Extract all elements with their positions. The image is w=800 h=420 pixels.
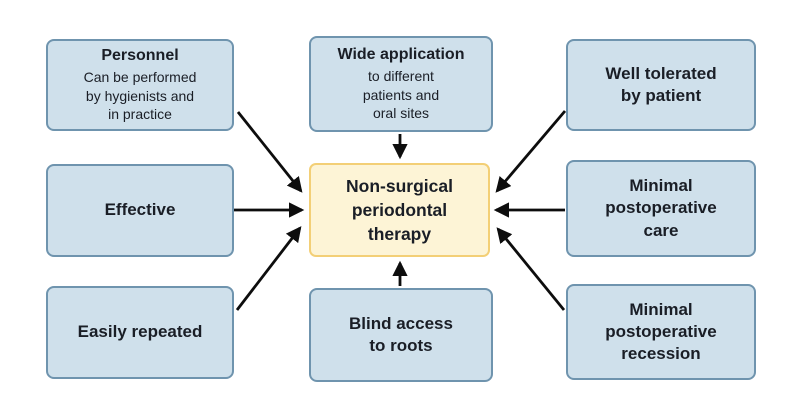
factor-box-blind-access: Blind access to roots (309, 288, 493, 382)
factor-box-effective: Effective (46, 164, 234, 257)
factor-label-blind-access: Blind access to roots (349, 313, 453, 355)
arrow-easily-repeated-to-center (235, 226, 302, 311)
factor-title-wide-application: Wide application (337, 46, 465, 64)
factor-label-minimal-care: Minimal postoperative care (605, 176, 717, 240)
arrow-minimal-recession-to-center (496, 227, 566, 311)
factor-box-minimal-recession: Minimal postoperative recession (566, 284, 756, 380)
center-box: Non-surgical periodontal therapy (309, 163, 490, 257)
factor-label-easily-repeated: Easily repeated (77, 322, 203, 342)
factor-label-well-tolerated: Well tolerated by patient (605, 63, 717, 105)
factor-box-personnel: Personnel Can be performed by hygienists… (46, 39, 234, 131)
factor-body-wide-application: to different patients and oral sites (362, 68, 440, 122)
factor-box-well-tolerated: Well tolerated by patient (566, 39, 756, 131)
factor-box-easily-repeated: Easily repeated (46, 286, 234, 379)
factor-title-personnel: Personnel (101, 47, 179, 65)
factor-label-minimal-recession: Minimal postoperative recession (605, 299, 717, 364)
factor-box-minimal-care: Minimal postoperative care (566, 160, 756, 257)
factor-box-wide-application: Wide application to different patients a… (309, 36, 493, 132)
factor-label-effective: Effective (104, 200, 176, 220)
arrow-personnel-to-center (236, 111, 303, 193)
factor-body-personnel: Can be performed by hygienists and in pr… (83, 69, 197, 123)
center-box-label: Non-surgical periodontal therapy (346, 175, 453, 245)
arrow-well-tolerated-to-center (495, 110, 567, 193)
